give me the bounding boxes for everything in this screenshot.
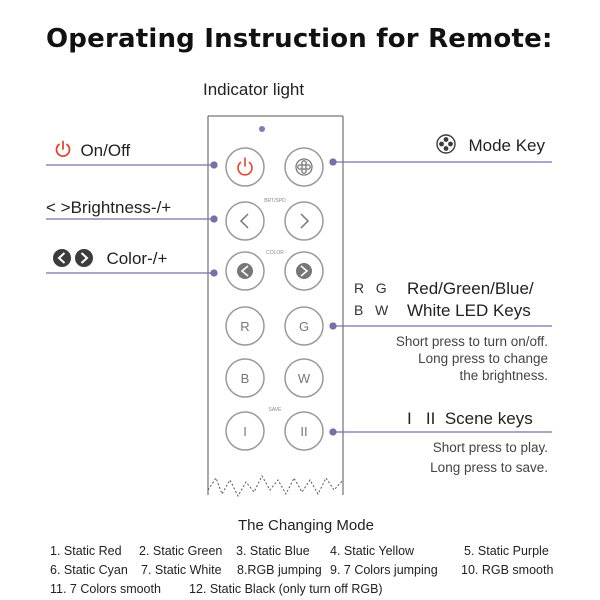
scene-note-2: Long press to save. [430,460,548,475]
mode-9: 9. 7 Colors jumping [330,563,438,577]
color-right-icon [296,263,312,279]
key-w-label: W [298,371,311,386]
scene-row: I II Scene keys [407,409,533,429]
mode-8: 8.RGB jumping [237,563,322,577]
mode-6: 6. Static Cyan [50,563,128,577]
rgbw-b-letter: B [354,302,364,318]
mode-1: 1. Static Red [50,544,122,558]
power-label-icon [55,140,71,158]
color-label: Color-/+ [106,249,168,268]
rgbw-notes: Short press to turn on/off. Long press t… [396,333,548,384]
scene-note-1: Short press to play. [432,440,548,455]
mode-label-icon [436,134,456,154]
brightness-label: Brightness-/+ [70,198,172,217]
rgbw-line2: White LED Keys [407,301,531,320]
scene-i-letter: I [407,409,412,428]
on-off-row: On/Off [54,140,130,161]
white-button [284,358,324,398]
scene-keys-label: Scene keys [444,409,533,428]
scene-ii-letter: II [425,409,436,428]
key-r-label: R [240,319,249,334]
mode-4: 4. Static Yellow [330,544,415,558]
power-icon [237,157,253,176]
mode-icon [295,158,313,176]
indicator-label: Indicator light [203,80,305,99]
key-g-label: G [299,319,309,334]
rgbw-note-1: Short press to turn on/off. [395,334,548,349]
color-row: Color-/+ [52,248,167,269]
changing-mode-heading: The Changing Mode [238,517,374,534]
green-button [284,306,324,346]
rgbw-bw: B W [354,302,388,318]
brightness-row: < >Brightness-/+ [46,198,171,218]
mode-7: 7. Static White [141,563,222,577]
mode-key-row: Mode Key [436,134,545,156]
rgbw-line1: Red/Green/Blue/ [407,279,534,298]
scene-notes: Short press to play. Long press to save. [430,438,548,478]
mode-12: 12. Static Black (only turn off RGB) [189,582,383,596]
mode-3: 3. Static Blue [236,544,310,558]
color-left-icon [237,263,253,279]
brightness-chevrons-icon: < > [46,198,71,217]
page-title: Operating Instruction for Remote: [46,24,553,54]
key-b-label: B [241,371,250,386]
rgbw-note-3: the brightness. [459,368,548,383]
mode-10: 10. RGB smooth [461,563,554,577]
save-label: SAVE [269,407,283,413]
brightness-down-button [225,201,265,241]
red-button [225,306,265,346]
mode-5: 5. Static Purple [464,544,549,558]
mode-button [284,147,324,187]
mode-key-label: Mode Key [468,136,545,155]
blue-button [225,358,265,398]
rgbw-g-letter: G [375,280,387,296]
chevron-right-icon [300,213,310,229]
rgbw-note-2: Long press to change [418,351,548,366]
brightness-up-button [284,201,324,241]
chevron-left-icon [239,213,249,229]
rgbw-r-letter: R [354,280,365,296]
rgbw-rg: R G [354,280,387,296]
mode-2: 2. Static Green [139,544,223,558]
scene-1-button [225,411,265,451]
power-button [225,147,265,187]
mode-11: 11. 7 Colors smooth [50,582,161,596]
color-label-icons [53,249,93,267]
color-remote-label: COLOR [266,250,284,256]
rgbw-w-letter: W [375,302,389,318]
brt-spd-label: BRT/SPD [264,198,286,204]
scene-2-button [284,411,324,451]
remote-torn-edge [207,474,344,498]
key-ii-label: II [300,424,307,439]
on-off-label: On/Off [80,141,131,160]
indicator-light [259,126,265,132]
key-i-label: I [243,424,247,439]
